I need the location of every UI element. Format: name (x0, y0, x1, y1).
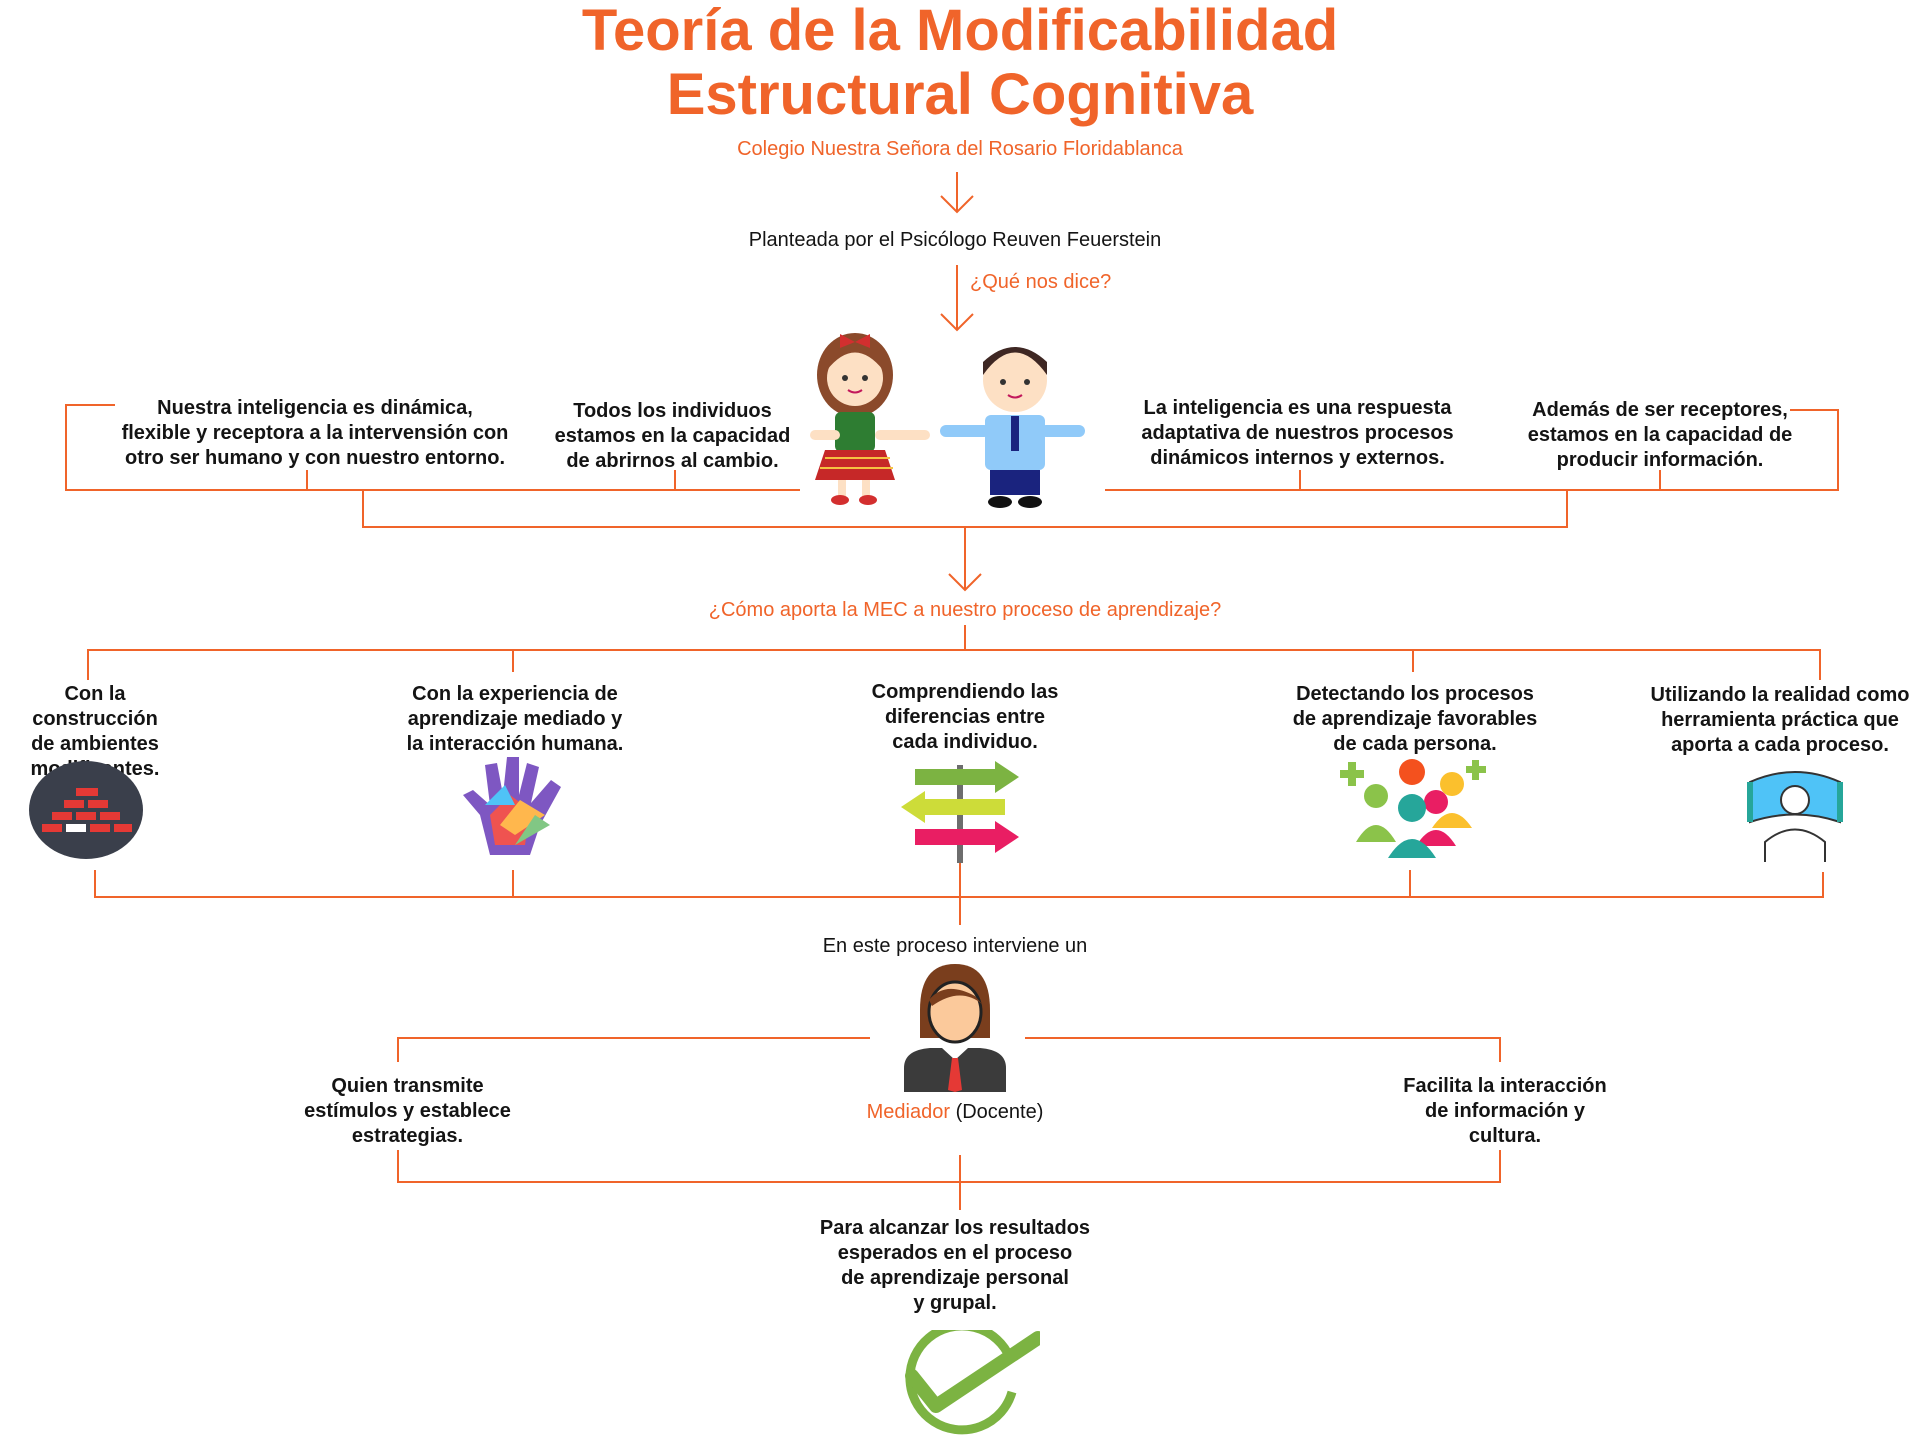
school-name: Colegio Nuestra Señora del Rosario Flori… (737, 138, 1183, 160)
title-line-2: Estructural Cognitiva (666, 62, 1254, 127)
hands-icon (455, 755, 575, 860)
question-mec-contribution: ¿Cómo aporta la MEC a nuestro proceso de… (708, 599, 1222, 621)
mediator-role: (Docente) (955, 1101, 1044, 1123)
intervenes-text: En este proceso interviene un (822, 935, 1088, 957)
brick-wall-icon (28, 760, 144, 860)
virtual-reality-icon (1745, 762, 1845, 862)
title-line-1: Teoría de la Modificabilidad (581, 0, 1339, 63)
statement-dynamic-intelligence: Nuestra inteligencia es dinámica,flexibl… (121, 397, 509, 469)
signpost-icon (895, 755, 1025, 865)
mediator-label: Mediador (Docente) (800, 1100, 1110, 1125)
teacher-icon (900, 960, 1010, 1092)
checkmark-icon (880, 1321, 1045, 1442)
question-what-says: ¿Qué nos dice? (970, 271, 1112, 293)
author-line: Planteada por el Psicólogo Reuven Feuers… (748, 229, 1162, 251)
children-illustration (790, 320, 1110, 510)
statement-produce-information: Además de ser receptores,estamos en la c… (1527, 399, 1793, 471)
people-group-icon (1340, 758, 1490, 858)
mediator-name: Mediador (866, 1101, 950, 1123)
